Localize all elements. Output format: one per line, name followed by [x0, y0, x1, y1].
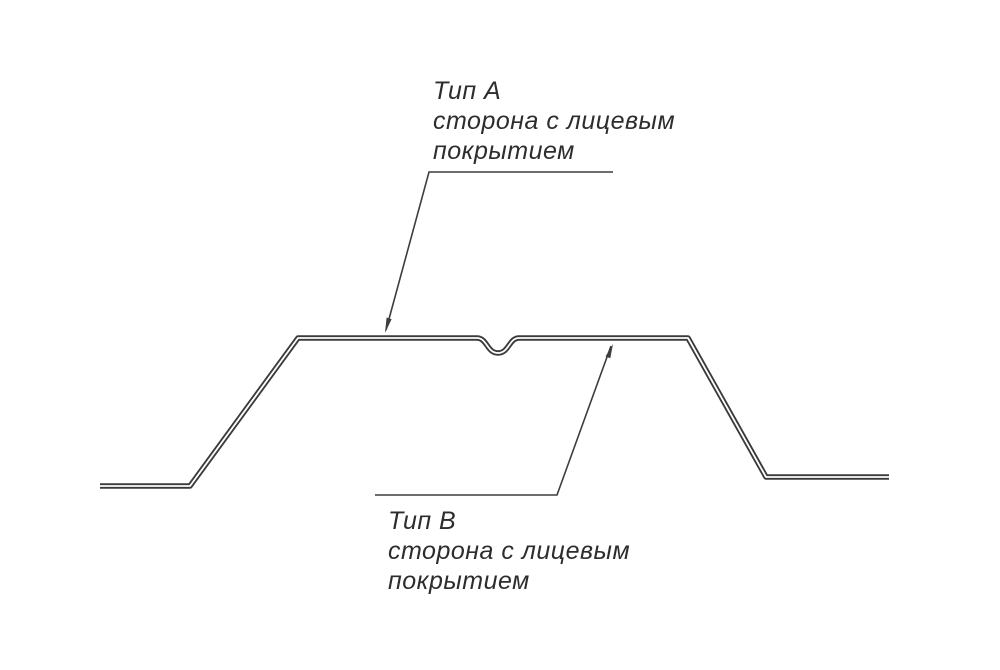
leader-b-arrowhead — [605, 344, 613, 359]
label-type-b-title: Тип В — [388, 507, 457, 535]
label-type-b-line2: сторона с лицевым — [388, 537, 631, 565]
label-type-b-line3: покрытием — [388, 567, 530, 595]
label-type-b: Тип В сторона с лицевым покрытием — [388, 506, 630, 596]
profile-sheet-core — [100, 337, 889, 487]
profile-sheet-outline — [100, 335, 889, 489]
leader-b-line — [375, 345, 612, 496]
leader-a-line — [385, 171, 613, 331]
leader-a-arrowhead — [385, 317, 392, 333]
label-type-a-line3: покрытием — [433, 137, 575, 165]
label-type-a-line2: сторона с лицевым — [433, 107, 676, 135]
label-type-a-title: Тип А — [433, 77, 502, 105]
label-type-a: Тип А сторона с лицевым покрытием — [433, 76, 675, 166]
